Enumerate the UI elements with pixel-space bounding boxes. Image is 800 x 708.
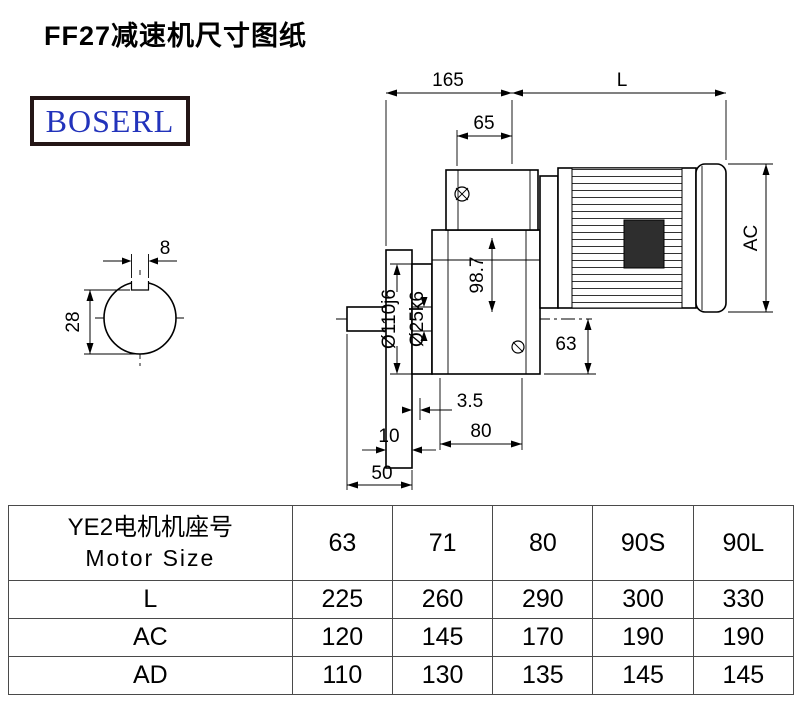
size-column-80: 80 [492,505,594,581]
cell-L-90L: 330 [692,580,795,619]
cell-AC-80: 170 [492,618,594,657]
row-label-AC: AC [8,618,293,657]
cell-AC-90S: 190 [592,618,694,657]
cell-L-90S: 300 [592,580,694,619]
motor-nameplate [623,219,665,269]
motor-size-table: YE2电机机座号 Motor Size 63 71 80 90S 90L L 2… [8,505,795,695]
cell-AD-90L: 145 [692,656,795,695]
boserl-logo-text: BOSERL [45,103,175,139]
size-column-71: 71 [391,505,494,581]
dim-65-label: 65 [473,113,494,134]
keyway-mask [131,275,149,290]
cell-L-63: 225 [291,580,393,619]
dim-165-label: 165 [432,70,464,91]
dimension-165: 165 [385,70,513,246]
gearbox-housing [431,229,541,375]
dim-80-label: 80 [470,421,491,442]
cell-AD-90S: 145 [592,656,694,695]
dimension-63: 63 [544,319,596,375]
dimension-50: 50 [346,334,413,490]
gearbox-upper-housing [445,169,539,231]
dim-63-label: 63 [555,334,576,355]
boserl-logo: BOSERL [30,96,190,146]
cell-L-80: 290 [492,580,594,619]
dim-25k6-label: Ø25k6 [407,291,428,347]
dimension-AC: AC [728,163,773,313]
dimension-10: 10 [362,426,436,454]
motor-size-header-en: Motor Size [85,544,216,571]
shaft-section-view: 8 28 [63,238,188,366]
motor-adapter-flange [539,175,559,309]
bolt-hole [454,186,470,202]
cell-L-71: 260 [391,580,494,619]
oil-plug [511,340,525,354]
table-row-AC: AC 120 145 170 190 190 [8,618,795,657]
dim-110j6-label: Ø110j6 [379,289,400,349]
dim-98-7-label: 98.7 [467,257,488,294]
dimension-98-7: 98.7 [467,238,496,312]
size-column-63: 63 [291,505,393,581]
fan-cowl [695,163,727,313]
keyway-slot [130,281,150,291]
dimension-keyway-depth: 28 [63,289,138,355]
dimension-80: 80 [439,378,523,450]
cell-AD-80: 135 [492,656,594,695]
gearbox-side-view [336,163,727,469]
cell-AC-71: 145 [391,618,494,657]
dim-8-label: 8 [160,238,171,259]
cell-AD-71: 130 [391,656,494,695]
cell-AC-63: 120 [291,618,393,657]
dimension-flange-diameter: Ø110j6 [379,263,412,375]
dim-AC-label: AC [741,225,762,251]
motor-size-header-cell: YE2电机机座号 Motor Size [8,505,293,581]
dimension-3-5: 3.5 [402,391,483,420]
cell-AC-90L: 190 [692,618,795,657]
dim-3-5-label: 3.5 [457,391,483,412]
dim-50-label: 50 [371,463,392,484]
dimension-keyway-width: 8 [103,238,177,278]
dim-L-label: L [617,70,628,91]
size-column-90S: 90S [592,505,694,581]
technical-drawing: 8 28 [63,70,773,490]
dimension-L: L [512,70,727,160]
row-label-AD: AD [8,656,293,695]
cell-AD-63: 110 [291,656,393,695]
dim-28-label: 28 [63,311,84,332]
table-row-AD: AD 110 130 135 145 145 [8,656,795,695]
table-header-row: YE2电机机座号 Motor Size 63 71 80 90S 90L [8,505,795,581]
row-label-L: L [8,580,293,619]
shaft-section-circle [103,281,177,355]
page-title: FF27减速机尺寸图纸 [44,21,308,51]
dimension-shaft-diameter: Ø25k6 [407,291,428,347]
size-column-90L: 90L [692,505,795,581]
table-row-L: L 225 260 290 300 330 [8,580,795,619]
dimension-65: 65 [456,113,512,166]
dim-10-label: 10 [378,426,399,447]
motor-size-header-cn: YE2电机机座号 [67,514,234,542]
